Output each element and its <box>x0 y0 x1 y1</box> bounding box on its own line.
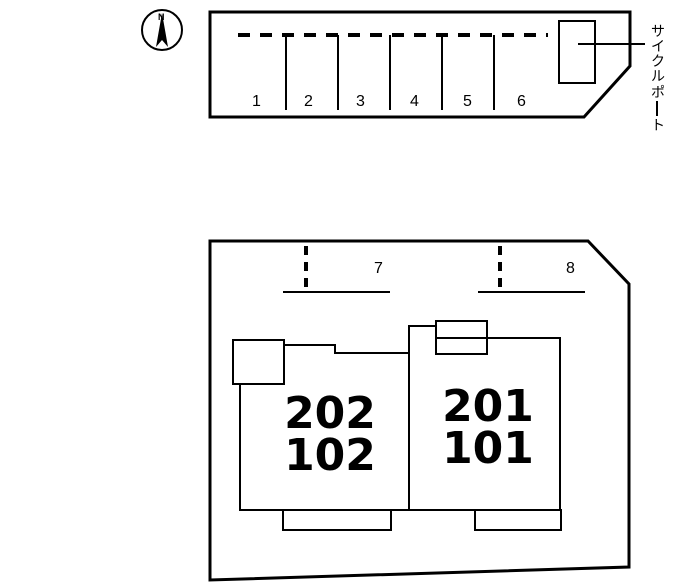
unit-202: 202 <box>284 388 376 439</box>
unit-right-balcony <box>474 509 562 531</box>
parking-slot-6: 6 <box>517 93 526 110</box>
cycle-port-label: サ イ ク ル ポ ト <box>651 24 665 134</box>
cycle-port-char-7: ト <box>651 118 665 134</box>
cycle-port-char-6-mark <box>656 101 658 116</box>
unit-201: 201 <box>442 381 534 432</box>
parking-slot-8: 8 <box>566 260 575 277</box>
unit-left-balcony <box>282 509 392 531</box>
cycle-port-char-3: ク <box>651 54 665 70</box>
parking-slot-4: 4 <box>410 93 419 110</box>
cycle-port-box <box>558 20 596 84</box>
unit-left-small-room <box>232 339 285 385</box>
cycle-port-char-4: ル <box>651 69 665 85</box>
unit-101: 101 <box>442 423 534 474</box>
parking-slot-5: 5 <box>463 93 472 110</box>
cycle-port-char-2: イ <box>651 39 665 55</box>
cycle-port-char-5: ポ <box>651 85 665 101</box>
north-compass-icon: N <box>141 9 183 51</box>
parking-slot-2: 2 <box>304 93 313 110</box>
unit-right-small-room <box>435 320 488 355</box>
unit-102: 102 <box>284 430 376 481</box>
cycle-port-char-1: サ <box>651 24 665 40</box>
lower-site: 7 8 202 102 201 101 <box>208 239 631 582</box>
parking-slot-1: 1 <box>252 93 261 110</box>
top-parking-lot: 1 2 3 4 5 6 <box>208 10 645 119</box>
north-label: N <box>158 12 165 22</box>
parking-slot-7: 7 <box>374 260 383 277</box>
parking-slot-3: 3 <box>356 93 365 110</box>
